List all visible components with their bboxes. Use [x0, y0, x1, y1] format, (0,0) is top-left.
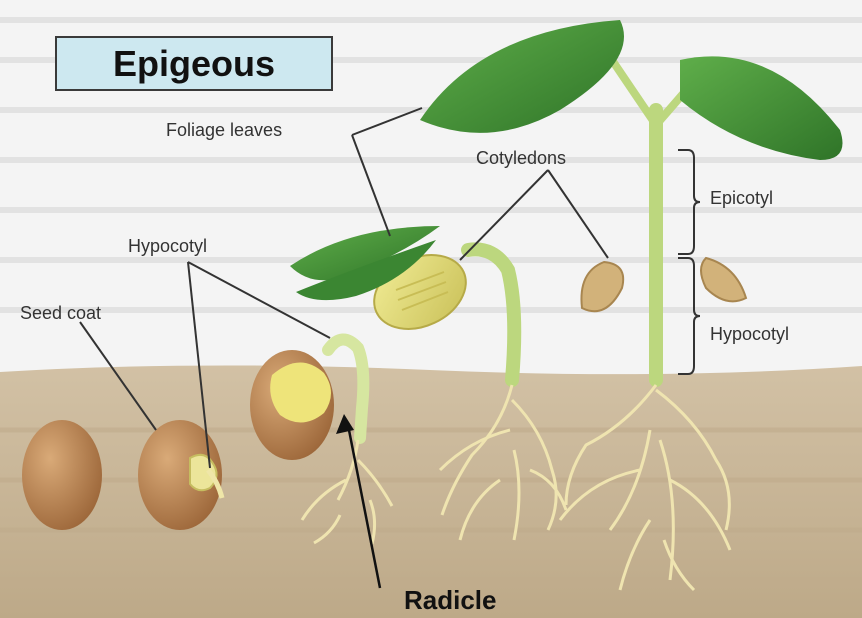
title-box: Epigeous [55, 36, 333, 91]
label-seed-coat: Seed coat [20, 303, 101, 324]
seed-stage-1 [22, 420, 102, 530]
label-cotyledons: Cotyledons [476, 148, 566, 169]
label-radicle: Radicle [404, 585, 497, 616]
diagram-title: Epigeous [113, 43, 275, 85]
label-foliage-leaves: Foliage leaves [166, 120, 282, 141]
label-hypocotyl-left: Hypocotyl [128, 236, 207, 257]
seed-stage-2 [138, 420, 222, 530]
label-hypocotyl-right: Hypocotyl [710, 324, 789, 345]
label-epicotyl: Epicotyl [710, 188, 773, 209]
